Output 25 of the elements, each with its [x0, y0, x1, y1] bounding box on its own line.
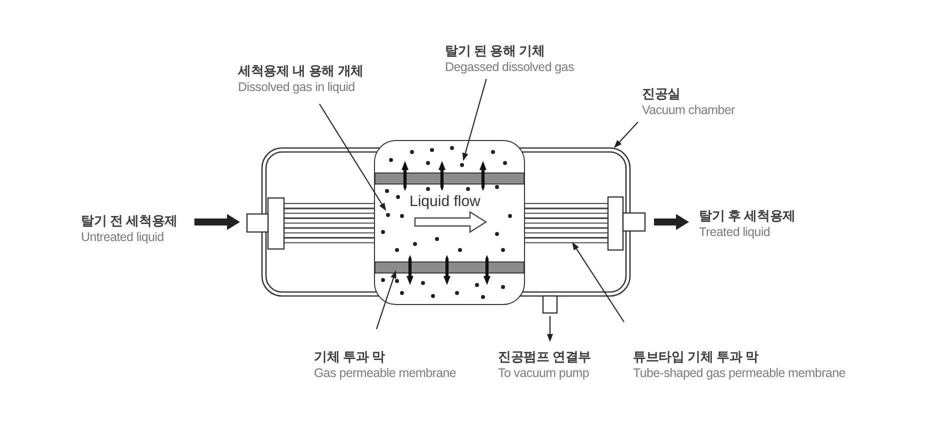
callout-subtitle: To vacuum pump — [498, 365, 589, 382]
callout-subtitle: Treated liquid — [699, 224, 770, 241]
callout-subtitle: Gas permeable membrane — [314, 365, 456, 382]
leader-line — [614, 122, 638, 148]
callout-title: 세척용제 내 용해 개체 — [238, 62, 364, 79]
callout-subtitle: Untreated liquid — [81, 229, 164, 246]
leader-line — [572, 242, 624, 322]
callout-title: 진공실 — [642, 85, 680, 102]
callout-title: 튜브타입 기체 투과 막 — [633, 348, 758, 365]
flow-arrow — [194, 214, 240, 230]
flow-arrow — [654, 214, 689, 230]
callout-title: 탈기 전 세척용제 — [81, 212, 178, 229]
callout-subtitle: Vacuum chamber — [642, 102, 735, 119]
callout-title: 기체 투과 막 — [314, 348, 385, 365]
callout-subtitle: Degassed dissolved gas — [445, 59, 574, 76]
flow-label: Liquid flow — [410, 192, 480, 210]
leader-line — [319, 104, 386, 211]
callout-subtitle: Dissolved gas in liquid — [238, 79, 355, 96]
arrow — [547, 316, 553, 342]
leader-line — [376, 270, 396, 330]
callout-subtitle: Tube-shaped gas permeable membrane — [633, 365, 846, 382]
callout-title: 탈기 후 세척용제 — [699, 207, 796, 224]
callout-title: 진공펌프 연결부 — [498, 348, 592, 365]
leader-line — [462, 78, 487, 161]
callout-title: 탈기 된 용해 기체 — [445, 42, 545, 59]
